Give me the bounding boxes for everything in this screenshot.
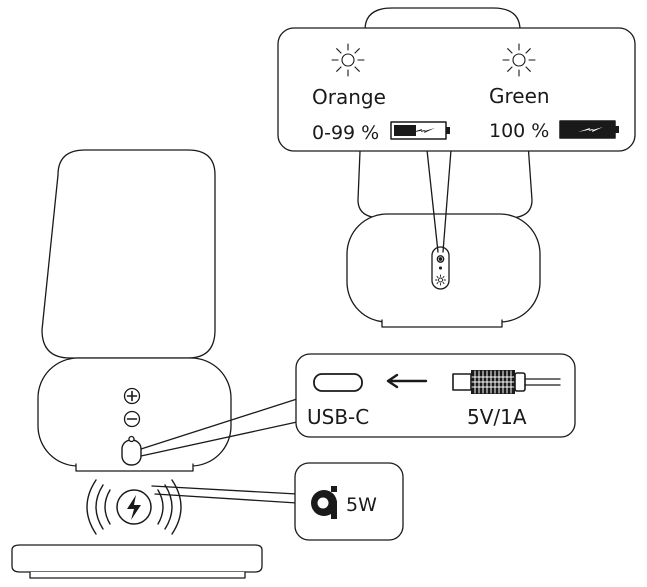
lamp-left-shade <box>41 149 216 359</box>
minus-button[interactable] <box>123 410 141 428</box>
usb-cable-icon <box>452 370 561 394</box>
battery-full-icon <box>559 120 619 139</box>
usb-c-label: USB-C <box>307 405 369 429</box>
orange-range: 0-99 % <box>312 122 379 144</box>
battery-charging-icon <box>390 121 450 140</box>
qi-power-label: 5W <box>346 494 377 516</box>
qi-callout-box <box>294 462 404 541</box>
charging-pad <box>11 544 263 579</box>
usb-callout: USB-C 5V/1A <box>295 353 576 438</box>
plus-button[interactable] <box>123 387 141 405</box>
lamp-left <box>37 149 232 472</box>
wireless-callout-pointer <box>151 485 298 504</box>
indicator-dot <box>436 255 445 263</box>
usb-callout-pointer <box>140 398 298 457</box>
indicator-dot-inner <box>438 257 443 261</box>
lamp-right-foot <box>381 319 503 328</box>
usb-c-port[interactable] <box>121 435 142 466</box>
green-range: 100 % <box>489 120 549 142</box>
arrow-left-icon <box>386 373 428 389</box>
indicator-small-dot <box>438 266 443 270</box>
charge-status-callout: Orange 0-99 % Green 100 % <box>277 27 636 152</box>
green-label: Green <box>489 84 550 108</box>
lamp-left-foot <box>75 463 194 472</box>
indicator-sun-icon <box>435 274 446 286</box>
qi-icon <box>311 486 337 519</box>
orange-label: Orange <box>312 85 386 109</box>
orange-sun-icon <box>331 43 365 77</box>
usb-c-port-symbol <box>313 373 363 392</box>
qi-callout: 5W <box>294 462 404 541</box>
callout-box <box>277 27 636 152</box>
adapter-spec-label: 5V/1A <box>467 405 527 429</box>
wireless-charging-icon <box>86 479 182 535</box>
led-callout-pointer <box>426 149 452 253</box>
green-sun-icon <box>502 43 536 77</box>
